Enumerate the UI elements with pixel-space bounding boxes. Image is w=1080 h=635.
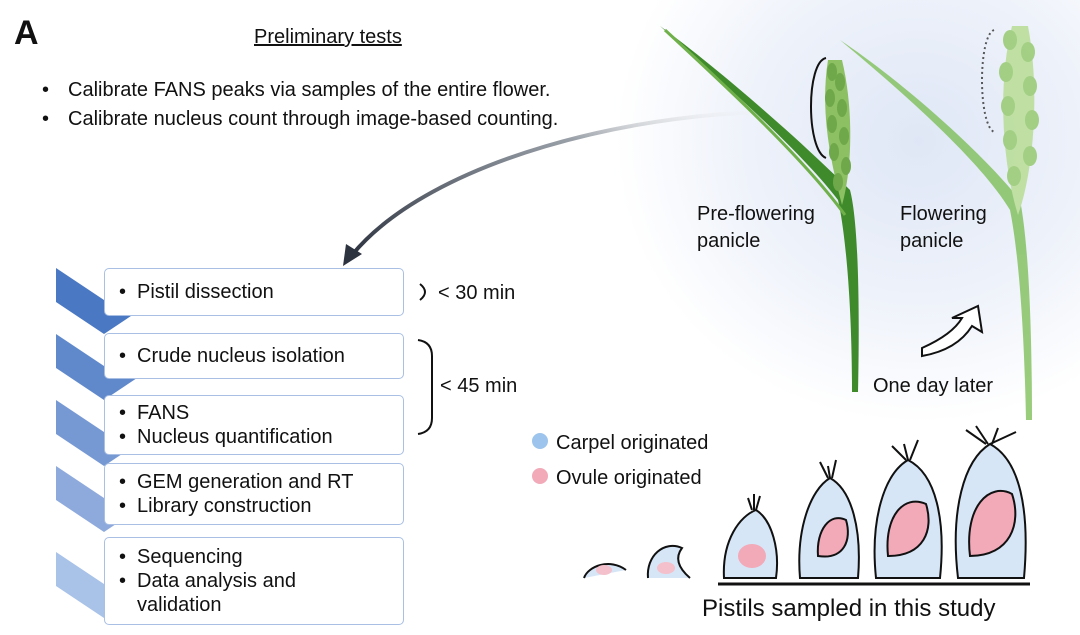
- legend-label-carpel: Carpel originated: [556, 432, 709, 454]
- step-text: FANS: [137, 402, 190, 424]
- timing-short: < 30 min: [438, 282, 516, 304]
- panel-letter: A: [14, 14, 39, 52]
- step-text: Sequencing: [137, 546, 243, 568]
- legend-dot-ovule: [532, 468, 548, 484]
- legend-label-ovule: Ovule originated: [556, 467, 702, 489]
- curved-arrow: [350, 109, 801, 257]
- flowering-label-line1: Flowering: [900, 203, 987, 225]
- pistils-caption: Pistils sampled in this study: [702, 595, 996, 622]
- bullet-dot: •: [42, 108, 50, 130]
- bullet-text: Calibrate nucleus count through image-ba…: [68, 108, 559, 130]
- bracket-short: [419, 283, 426, 301]
- pre-flowering-label-line1: Pre-flowering: [697, 203, 815, 225]
- pistil-series: [583, 425, 1027, 579]
- step-text: Nucleus quantification: [137, 426, 333, 448]
- pre-flowering-plant: [660, 26, 859, 392]
- legend-dot-carpel: [532, 433, 548, 449]
- preliminary-bullet: • Calibrate FANS peaks via samples of the…: [42, 80, 550, 100]
- background-glow: [540, 0, 1080, 470]
- workflow-step-fans: •FANS •Nucleus quantification: [104, 395, 404, 455]
- workflow-step-pistil-dissection: •Pistil dissection: [104, 268, 404, 316]
- pre-flowering-label-line2: panicle: [697, 230, 761, 252]
- step-text: Library construction: [137, 495, 312, 517]
- bracket-long: [417, 339, 433, 435]
- curved-arrow-head: [343, 244, 362, 266]
- timing-long: < 45 min: [440, 375, 518, 397]
- workflow-step-library: •GEM generation and RT •Library construc…: [104, 463, 404, 525]
- workflow-step-nucleus-isolation: •Crude nucleus isolation: [104, 333, 404, 379]
- preliminary-tests-title: Preliminary tests: [254, 26, 402, 48]
- transition-arrow: [921, 304, 984, 358]
- step-text: validation: [137, 594, 222, 616]
- one-day-later-label: One day later: [873, 375, 994, 397]
- flowering-label-line2: panicle: [900, 230, 964, 252]
- bullet-dot: •: [42, 79, 50, 101]
- workflow-step-sequencing: •Sequencing •Data analysis and validatio…: [104, 537, 404, 625]
- flowering-plant: [840, 26, 1039, 420]
- bullet-text: Calibrate FANS peaks via samples of the …: [68, 79, 551, 101]
- step-text: Data analysis and: [137, 570, 296, 592]
- step-text: Pistil dissection: [137, 281, 274, 303]
- preliminary-bullet: • Calibrate nucleus count through image-b…: [42, 109, 558, 129]
- step-text: Crude nucleus isolation: [137, 345, 345, 367]
- step-text: GEM generation and RT: [137, 471, 354, 493]
